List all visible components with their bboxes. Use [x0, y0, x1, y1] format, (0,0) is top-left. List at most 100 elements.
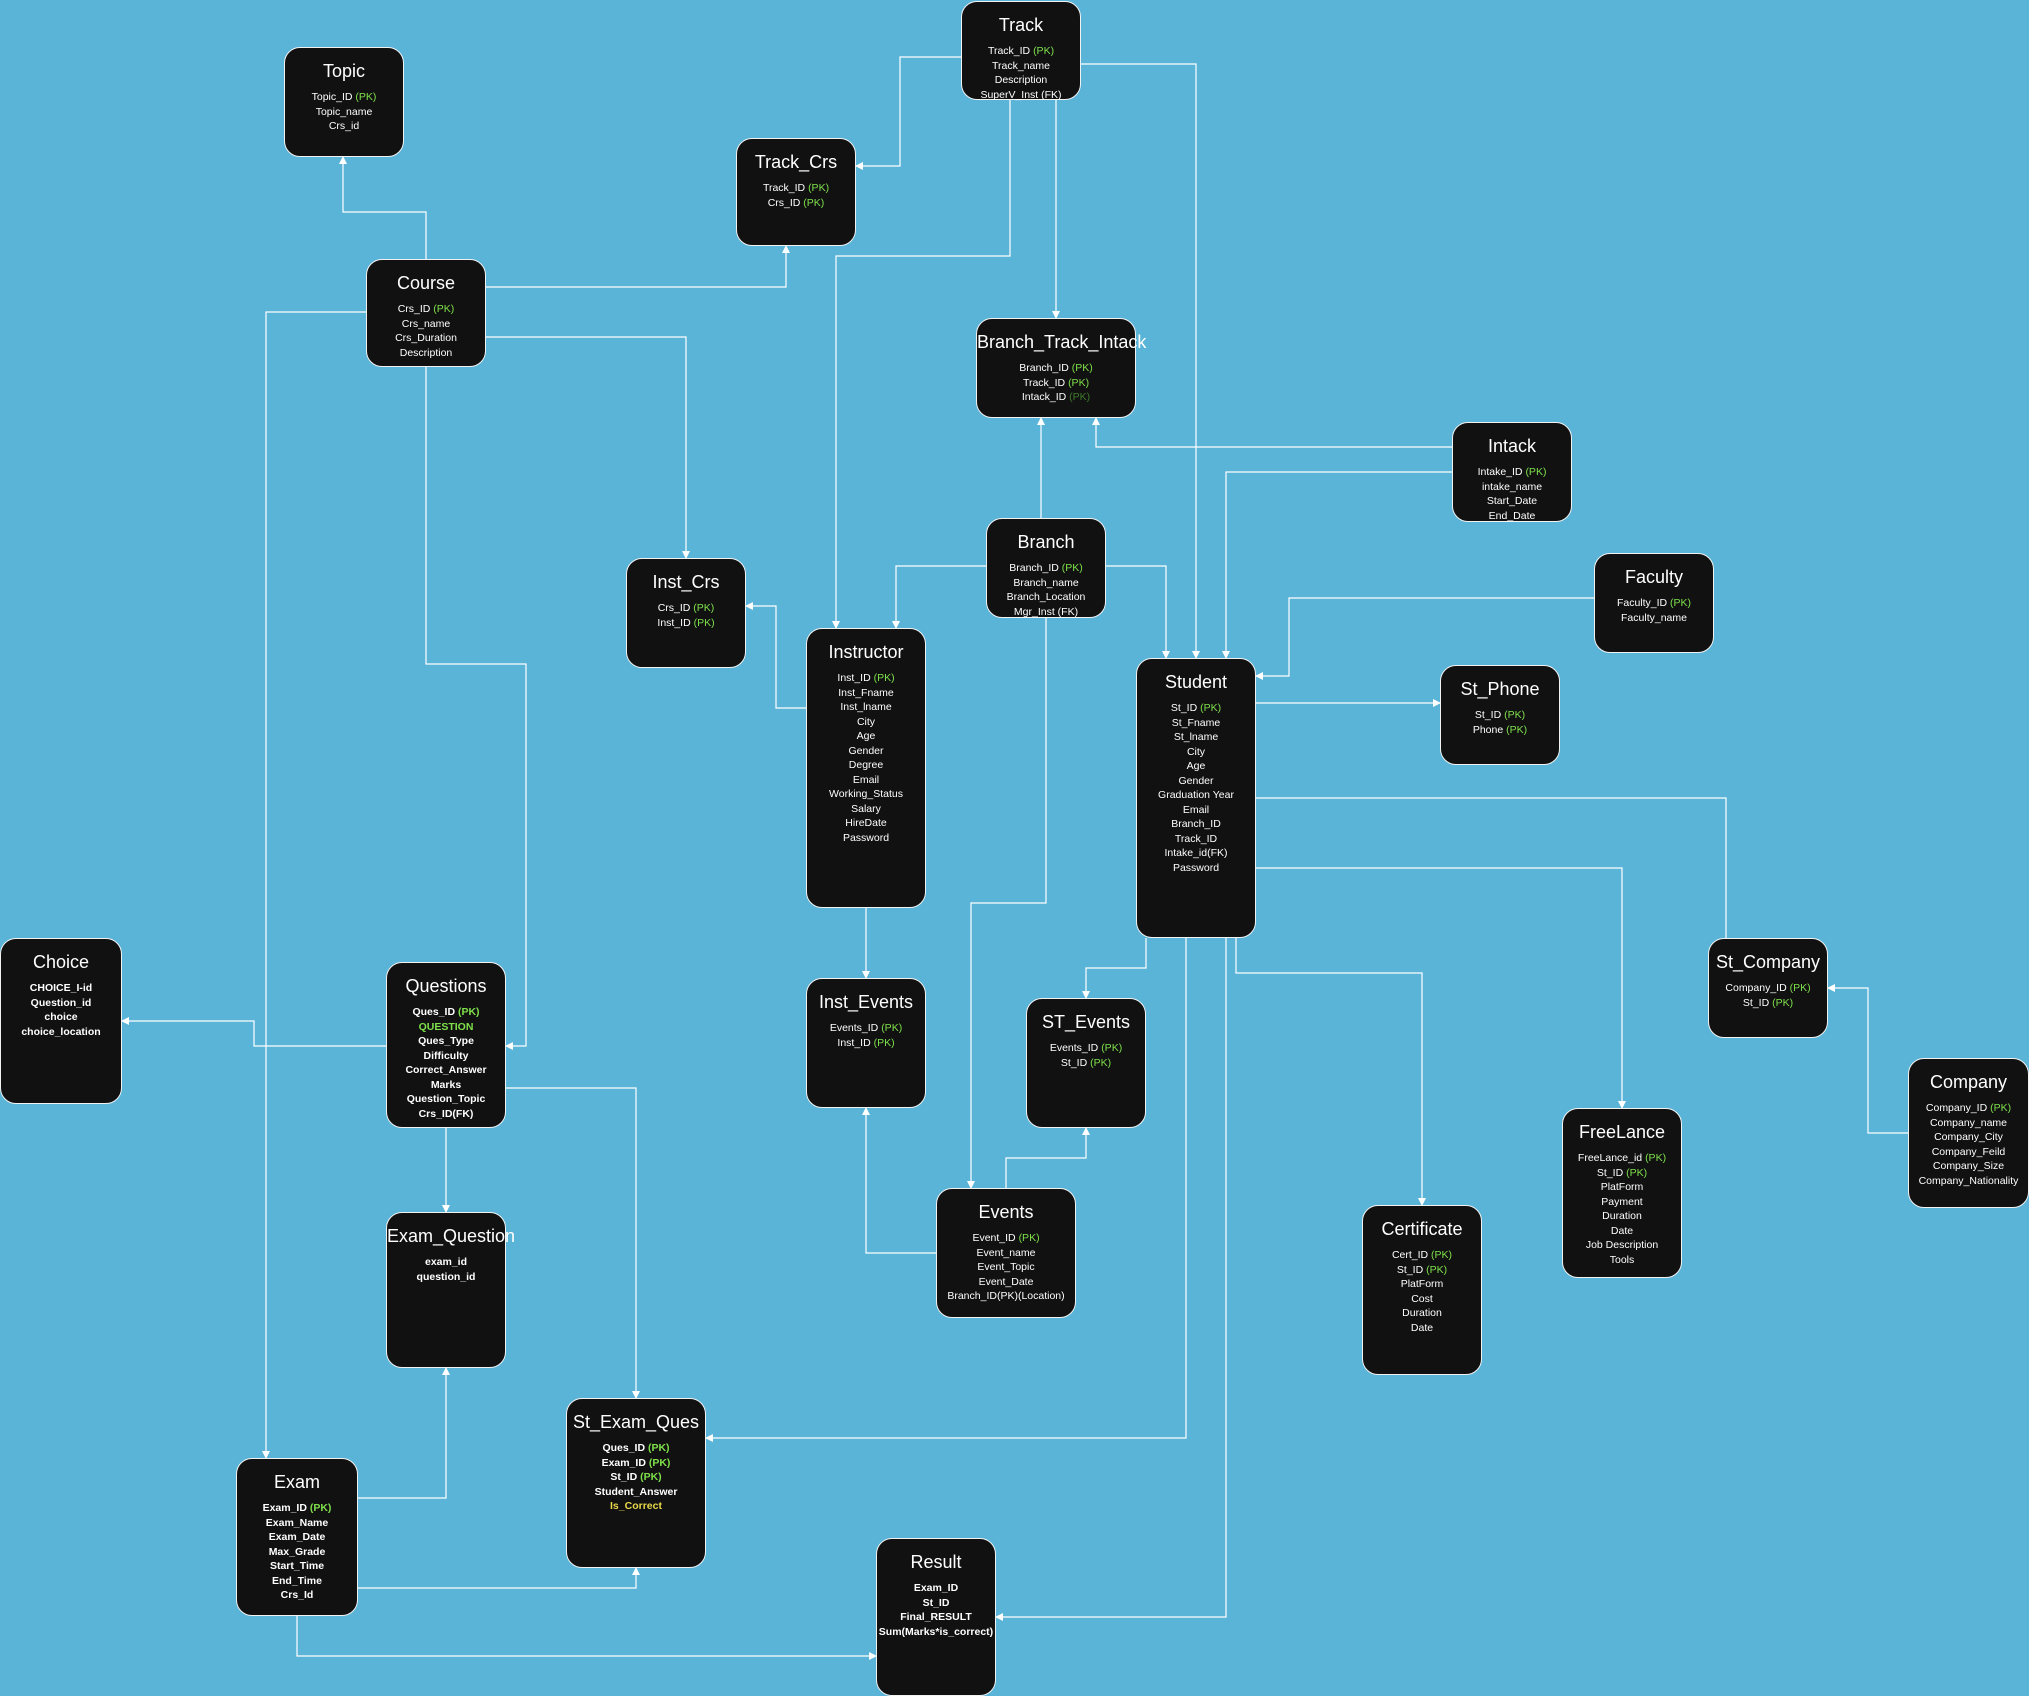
entity-attribute: Branch_ID(PK)(Location)	[937, 1289, 1075, 1304]
entity-attribute: Start_Date	[1453, 494, 1571, 509]
relationship-track-to-track-crs	[855, 56, 961, 170]
attribute-name: Ques_Type	[418, 1035, 474, 1047]
entity-attribute: Company_ID (PK)	[1909, 1101, 2028, 1116]
attribute-name: Password	[842, 831, 890, 844]
entity-attribute: Company_City	[1909, 1130, 2028, 1145]
entity-attribute: Event_name	[937, 1246, 1075, 1261]
entity-attribute: Graduation Year	[1137, 788, 1255, 803]
relationship-intack-to-student	[1222, 471, 1452, 659]
entity-attribute: Description	[367, 346, 485, 361]
relationship-student-to-st-exam-ques	[705, 938, 1187, 1442]
attribute-name: Topic_ID	[311, 91, 353, 103]
attribute-name: QUESTION	[418, 1020, 474, 1033]
entity-attribute: Intake_ID (PK)	[1453, 465, 1571, 480]
attribute-name: City	[1186, 745, 1206, 758]
entity-attribute: Age	[1137, 759, 1255, 774]
entity-attribute: QUESTION	[387, 1020, 505, 1035]
attribute-name: Intack_ID	[1021, 391, 1067, 403]
attribute-name: Company_Nationality	[1918, 1174, 2019, 1187]
relationship-branch-to-events	[967, 618, 1047, 1189]
attribute-name: Faculty_name	[1621, 611, 1687, 624]
attribute-name: Age	[856, 730, 876, 742]
attribute-name: choice	[44, 1011, 78, 1023]
entity-attribute: Events_ID (PK)	[1027, 1041, 1145, 1056]
attribute-name: Student_Answer	[594, 1485, 678, 1498]
entity-attribute: St_lname	[1137, 730, 1255, 745]
attribute-name: Company_ID	[1725, 982, 1787, 994]
entity-attribute: Company_Size	[1909, 1159, 2028, 1174]
entity-attribute: Correct_Answer	[387, 1063, 505, 1078]
entity-attribute: Ques_ID (PK)	[387, 1005, 505, 1020]
entity-title: Course	[396, 273, 456, 293]
attribute-name: Topic_name	[315, 105, 373, 118]
relationship-intack-to-branch-track-intack	[1092, 417, 1452, 448]
relationship-student-to-st-company	[1256, 797, 1727, 938]
entity-attribute: Working_Status	[807, 787, 925, 802]
attribute-name: Payment	[1601, 1195, 1643, 1208]
entity-attribute: choice_location	[1, 1025, 121, 1040]
entity-attribute: Company_Feild	[1909, 1145, 2028, 1160]
entity-attribute: St_ID (PK)	[1363, 1263, 1481, 1278]
attribute-name: Company_name	[1929, 1116, 2008, 1129]
entity-attribute: Crs_name	[367, 317, 485, 332]
attribute-name: Branch_ID	[1019, 362, 1069, 374]
attribute-name: HireDate	[845, 817, 887, 829]
entity-title: Result	[910, 1552, 962, 1572]
entity-attribute: Topic_name	[285, 105, 403, 120]
entity-attribute: Faculty_name	[1595, 611, 1713, 626]
entity-attribute: Phone (PK)	[1441, 723, 1559, 738]
entity-attribute: Job Description	[1563, 1238, 1681, 1253]
attribute-name: Password	[1172, 861, 1220, 874]
entity-title: Branch_Track_Intack	[977, 332, 1147, 352]
entity-attribute: Tools	[1563, 1253, 1681, 1268]
attribute-name: Date	[1610, 1224, 1634, 1237]
primary-key-tag: (PK)	[355, 91, 377, 103]
relationship-company-to-st-company	[1827, 984, 1908, 1134]
primary-key-tag: (PK)	[873, 672, 895, 684]
entity-title: St_Phone	[1460, 679, 1540, 699]
entity-attribute: Inst_ID (PK)	[807, 1036, 925, 1051]
relationship-track-to-instructor	[832, 100, 1011, 629]
attribute-name: Crs_id	[328, 120, 360, 132]
entity-attribute: City	[1137, 745, 1255, 760]
attribute-name: Duration	[1402, 1307, 1442, 1319]
relationship-course-to-exam	[262, 311, 366, 1459]
relationship-faculty-to-student	[1255, 597, 1594, 680]
attribute-name: Company_City	[1934, 1131, 2003, 1143]
relationship-student-to-st-events	[1082, 938, 1147, 999]
attribute-name: Inst_Fname	[838, 686, 894, 699]
entity-attribute: Duration	[1563, 1209, 1681, 1224]
entity-title: Choice	[32, 952, 90, 972]
attribute-name: Question_id	[30, 996, 92, 1009]
entity-attribute: Track_ID	[1137, 832, 1255, 847]
attribute-name: Intake_ID	[1477, 466, 1523, 478]
attribute-name: Crs_name	[401, 317, 451, 330]
primary-key-tag: (PK)	[1990, 1102, 2012, 1114]
entity-attribute: Question_id	[1, 996, 121, 1011]
